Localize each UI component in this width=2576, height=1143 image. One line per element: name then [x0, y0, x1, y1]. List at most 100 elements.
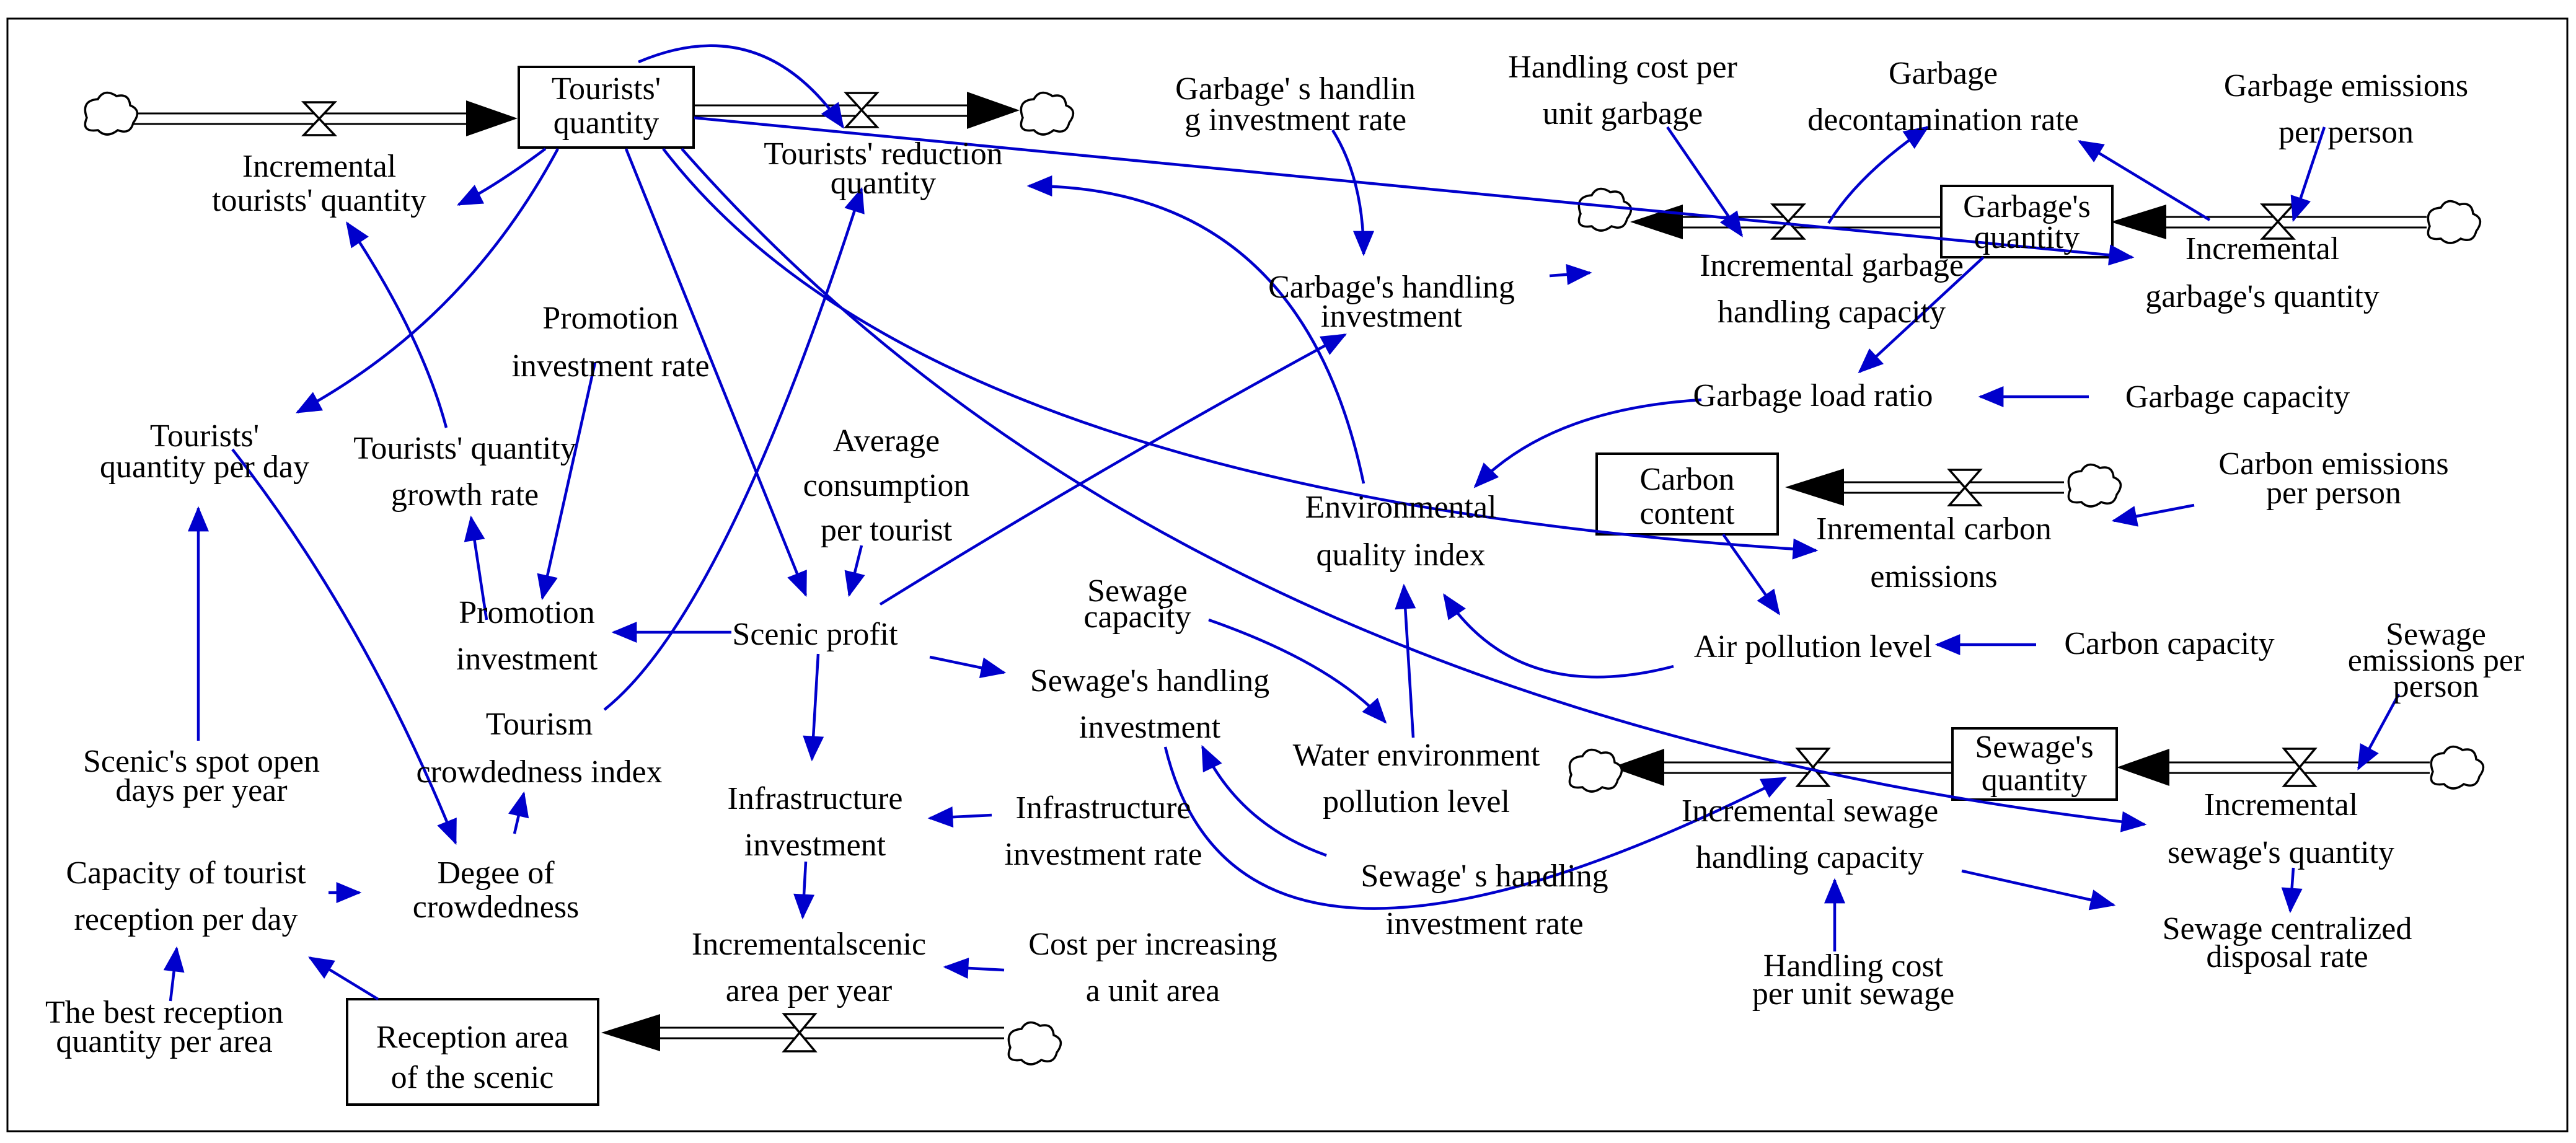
var-garbage-load-ratio: Garbage load ratio	[1693, 378, 1933, 413]
var-line: Handling cost per	[1508, 50, 1737, 85]
var-line: quantity	[831, 165, 936, 201]
var-line: Incremental	[2204, 787, 2358, 823]
var-line: Degee of	[437, 855, 555, 891]
carbon-inflow-pipe	[1785, 469, 2064, 506]
var-line: reception per day	[74, 902, 298, 937]
var-line: Carbage's handling	[1268, 270, 1515, 305]
var-line: Sewage centralized	[2163, 911, 2412, 947]
var-line: Sewage	[1087, 573, 1188, 609]
var-garbage-capacity: Garbage capacity	[2125, 379, 2350, 415]
stock-boxes	[346, 66, 2118, 1106]
valve-icon	[1947, 469, 1983, 506]
var-line: person	[2393, 669, 2479, 704]
var-line: crowdedness index	[416, 754, 662, 790]
var-line: Incremental sewage	[1682, 793, 1938, 829]
valve-icon	[782, 1013, 818, 1053]
var-line: Average	[833, 423, 940, 459]
var-line: per person	[2266, 475, 2401, 511]
var-line: Sewage's handling	[1030, 663, 1269, 699]
var-air-pollution: Air pollution level	[1694, 629, 1932, 664]
var-line: Infrastructure	[1016, 790, 1191, 826]
var-carbon-capacity: Carbon capacity	[2064, 626, 2274, 661]
var-line: Incrementalscenic	[692, 927, 926, 962]
causal-links	[163, 44, 2400, 1002]
diagram-frame	[6, 17, 2569, 1132]
clouds	[84, 91, 2485, 1066]
var-line: investment rate	[1385, 906, 1583, 942]
var-line: investment	[744, 827, 886, 863]
var-line: Sewage' s handling	[1361, 858, 1608, 894]
var-line: sewage's quantity	[2168, 835, 2394, 870]
var-line: Water environment	[1293, 738, 1540, 773]
var-line: investment	[1321, 299, 1463, 334]
var-line: Garbage load ratio	[1693, 378, 1933, 413]
cloud-icon	[1020, 91, 1075, 136]
var-line: Garbage capacity	[2125, 379, 2350, 415]
var-line: Cost per increasing	[1028, 927, 1277, 962]
valve-icon	[2282, 748, 2318, 787]
var-line: quantity per area	[56, 1024, 272, 1059]
var-line: unit garbage	[1543, 96, 1703, 131]
var-scenic-profit: Scenic profit	[732, 617, 898, 652]
var-line: Garbage' s handlin	[1175, 71, 1416, 107]
cloud-icon	[2430, 745, 2485, 790]
var-line: capacity	[1083, 599, 1191, 635]
var-line: investment rate	[511, 348, 709, 384]
var-line: days per year	[115, 773, 287, 808]
var-line: g investment rate	[1184, 102, 1406, 138]
var-line: The best reception	[45, 995, 283, 1030]
var-line: Garbage emissions	[2224, 68, 2468, 104]
stock-line: Tourists'	[552, 71, 661, 107]
valve-icon	[1770, 203, 1806, 240]
var-incremental-sewage-handling: Incremental sewage handling capacity	[1682, 793, 1938, 875]
var-line: investment rate	[1004, 837, 1202, 872]
tourists-quantity-box	[518, 66, 695, 149]
var-water-pollution: Water environment pollution level	[1293, 738, 1540, 819]
var-line: emissions	[1870, 559, 1997, 594]
var-line: Tourists' reduction	[764, 136, 1003, 172]
stock-line: Carbon	[1639, 462, 1734, 497]
carbon-content-box	[1595, 452, 1779, 536]
stock-line: of the scenic	[391, 1060, 554, 1095]
tourists-inflow-pipe	[127, 100, 518, 136]
stock-label-tourists: Tourists'quantity	[552, 71, 661, 141]
var-line: pollution level	[1323, 784, 1510, 819]
var-line: garbage's quantity	[2145, 279, 2380, 314]
var-line: handling capacity	[1718, 294, 1946, 330]
stock-line: content	[1639, 496, 1735, 531]
garbage-quantity-box	[1940, 185, 2114, 258]
sewage-inflow-pipe	[2117, 749, 2430, 786]
reception-area-box	[346, 998, 599, 1106]
var-line: Incremental	[2186, 231, 2339, 267]
var-line: handling capacity	[1696, 840, 1924, 875]
cloud-icon	[1577, 187, 1633, 232]
var-handling-cost-garbage: Handling cost per unit garbage	[1508, 50, 1737, 131]
cloud-icon	[2067, 463, 2122, 508]
var-line: quality index	[1317, 537, 1486, 573]
valve-icon	[2260, 203, 2296, 240]
var-sewage-handling-rate: Sewage' s handling investment rate	[1361, 858, 1608, 942]
var-line: area per year	[726, 973, 892, 1008]
var-line: disposal rate	[2206, 939, 2368, 974]
var-line: Carbon emissions	[2218, 446, 2448, 482]
var-line: Promotion	[459, 595, 595, 630]
var-line: tourists' quantity	[212, 183, 426, 218]
var-line: emissions per	[2348, 643, 2525, 678]
var-tourists-per-day: Tourists'quantity per day	[100, 418, 309, 485]
